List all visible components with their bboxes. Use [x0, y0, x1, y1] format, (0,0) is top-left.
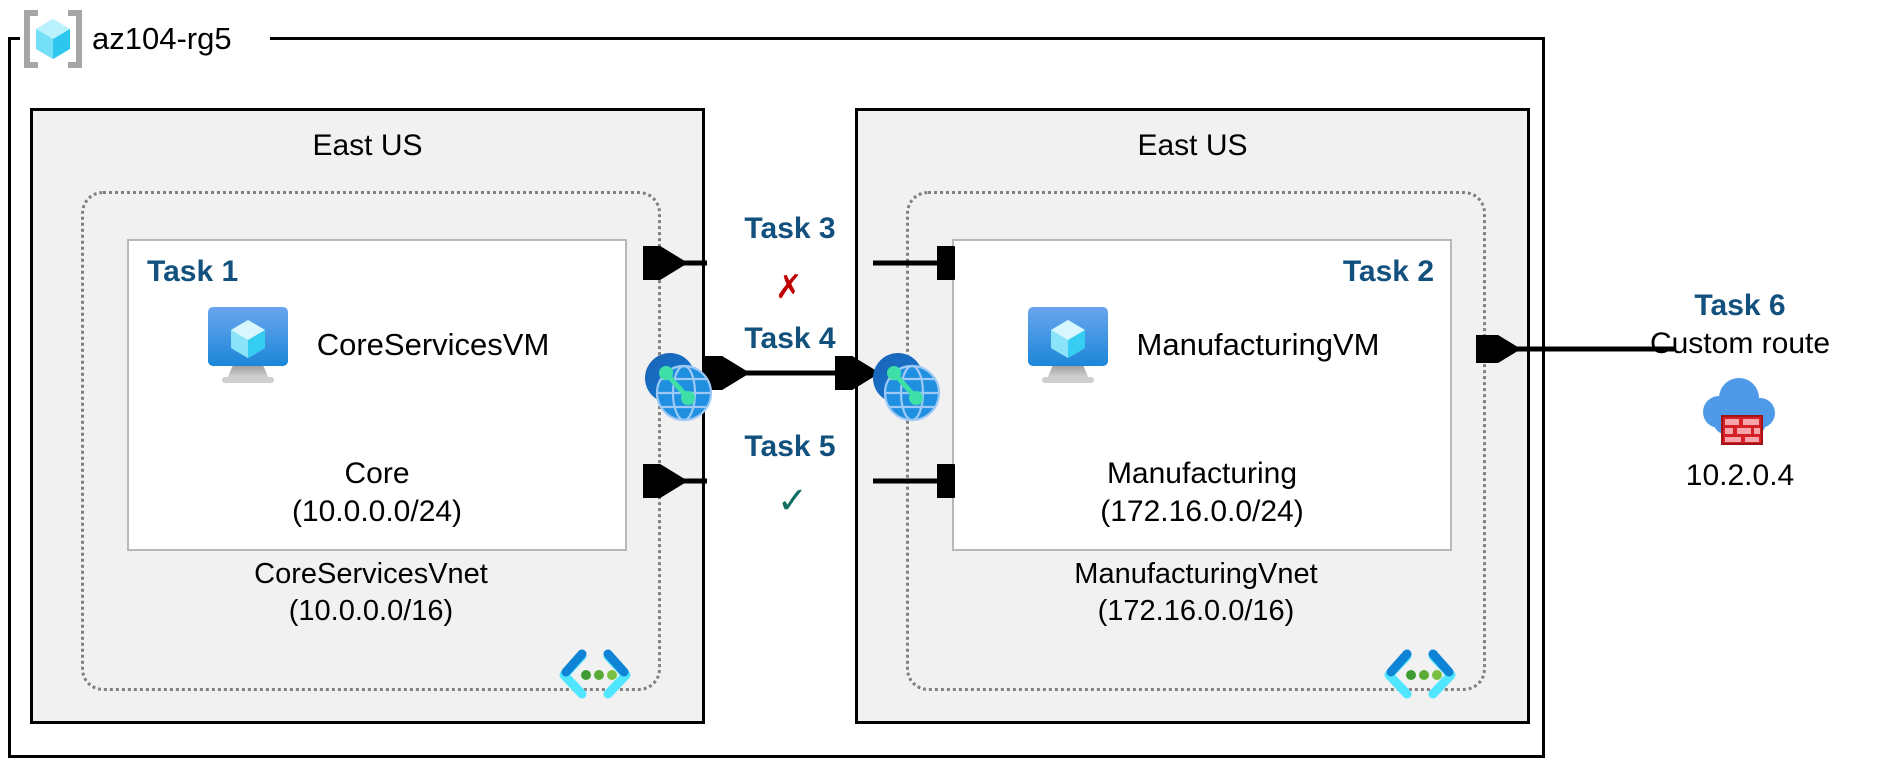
task-tag-6: Task 6: [1694, 289, 1786, 322]
task-tag-1: Task 1: [147, 255, 239, 288]
resource-group-name: az104-rg5: [92, 21, 232, 56]
azure-firewall-icon: [1692, 372, 1788, 452]
connection-task4: Task 4: [625, 322, 955, 390]
subnet-label-manufacturing: Manufacturing (172.16.0.0/24): [1100, 457, 1304, 528]
resource-group-frame: [8, 37, 1545, 758]
vnet-peering-icon: [640, 348, 716, 424]
vnet-label-coreservices: CoreServicesVnet (10.0.0.0/16): [254, 558, 488, 627]
subnet-box-manufacturing: Task 2: [952, 239, 1452, 551]
custom-route-block: Task 6 Custom route: [1585, 288, 1895, 496]
task5-arrow: [643, 464, 955, 498]
connection-task5: Task 5 ✓: [625, 430, 955, 519]
vnet-box-coreservices: Task 1: [81, 191, 661, 699]
region-title-right: East US: [1137, 129, 1248, 162]
task-tag-2: Task 2: [1342, 255, 1434, 288]
vnet-brackets-icon: [1381, 648, 1459, 704]
custom-route-ip: 10.2.0.4: [1685, 459, 1795, 492]
region-box-left: East US Task 1: [30, 108, 705, 724]
vm-row-manufacturing: ManufacturingVM: [954, 303, 1450, 387]
subnet-label-core: Core (10.0.0.0/24): [291, 457, 463, 528]
custom-route-arrow: [1476, 335, 1674, 363]
vm-row-coreservices: CoreServicesVM: [129, 303, 625, 387]
custom-route-description: Custom route: [1649, 327, 1831, 360]
virtual-machine-icon: [205, 303, 291, 387]
vnet-label-manufacturing: ManufacturingVnet (172.16.0.0/16): [1074, 558, 1318, 627]
task5-label: Task 5: [744, 430, 836, 463]
task3-label: Task 3: [744, 212, 836, 245]
task4-label: Task 4: [744, 322, 836, 355]
task5-allowed-mark: ✓: [777, 480, 809, 521]
vnet-box-manufacturing: Task 2: [906, 191, 1486, 699]
region-box-right: East US Task 2: [855, 108, 1530, 724]
task3-arrow: [643, 246, 955, 280]
task4-arrow: [705, 356, 880, 390]
resource-group-cube-icon: [22, 9, 84, 69]
subnet-box-core: Task 1: [127, 239, 627, 551]
connection-task3: Task 3 ✗: [625, 212, 955, 303]
vm-name-coreservices: CoreServicesVM: [316, 327, 550, 362]
vm-name-manufacturing: ManufacturingVM: [1136, 327, 1380, 362]
vnet-peering-icon: [868, 348, 944, 424]
task3-blocked-mark: ✗: [775, 268, 803, 305]
vnet-brackets-icon: [556, 648, 634, 704]
region-title-left: East US: [312, 129, 423, 162]
virtual-machine-icon: [1025, 303, 1111, 387]
